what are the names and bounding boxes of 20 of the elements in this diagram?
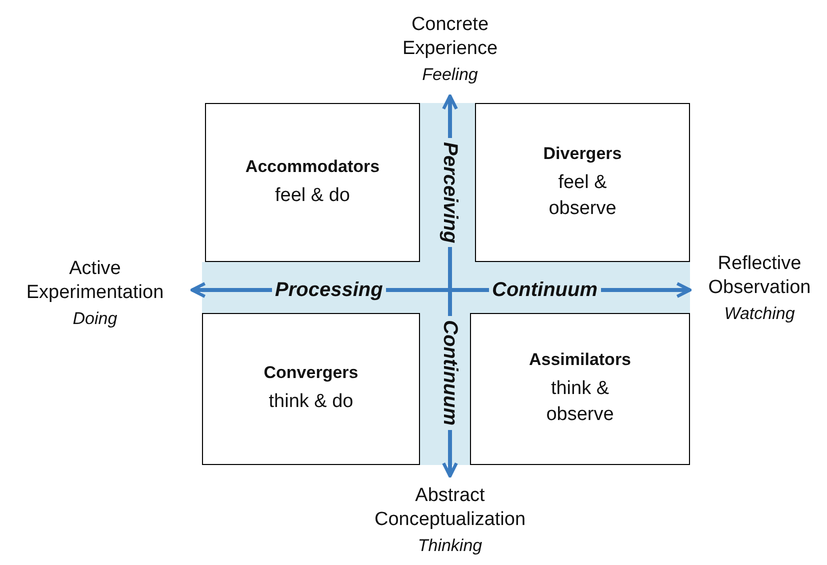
stage-activity: Watching bbox=[724, 304, 795, 324]
stage-name: Reflective Observation bbox=[707, 252, 812, 300]
stage-activity: Feeling bbox=[422, 65, 478, 85]
quadrant-box bbox=[470, 313, 690, 465]
quadrant-box bbox=[205, 103, 420, 262]
style-title: Convergers bbox=[264, 363, 358, 383]
stage-name: Concrete Experience bbox=[401, 13, 499, 61]
stage-name: Active Experimentation bbox=[25, 256, 165, 304]
style-title: Divergers bbox=[543, 144, 622, 164]
quadrant-box bbox=[475, 103, 690, 262]
style-description: think & do bbox=[268, 390, 354, 414]
stage-name: Abstract Conceptualization bbox=[373, 484, 527, 532]
stage-activity: Doing bbox=[72, 308, 118, 328]
stage-activity: Thinking bbox=[418, 536, 482, 556]
style-description: feel & do bbox=[274, 184, 351, 208]
quadrant-box bbox=[202, 313, 420, 465]
style-title: Assimilators bbox=[528, 350, 632, 370]
style-title: Accommodators bbox=[245, 156, 380, 176]
style-description: think & observe bbox=[545, 377, 615, 427]
style-description: feel & observe bbox=[548, 170, 618, 220]
